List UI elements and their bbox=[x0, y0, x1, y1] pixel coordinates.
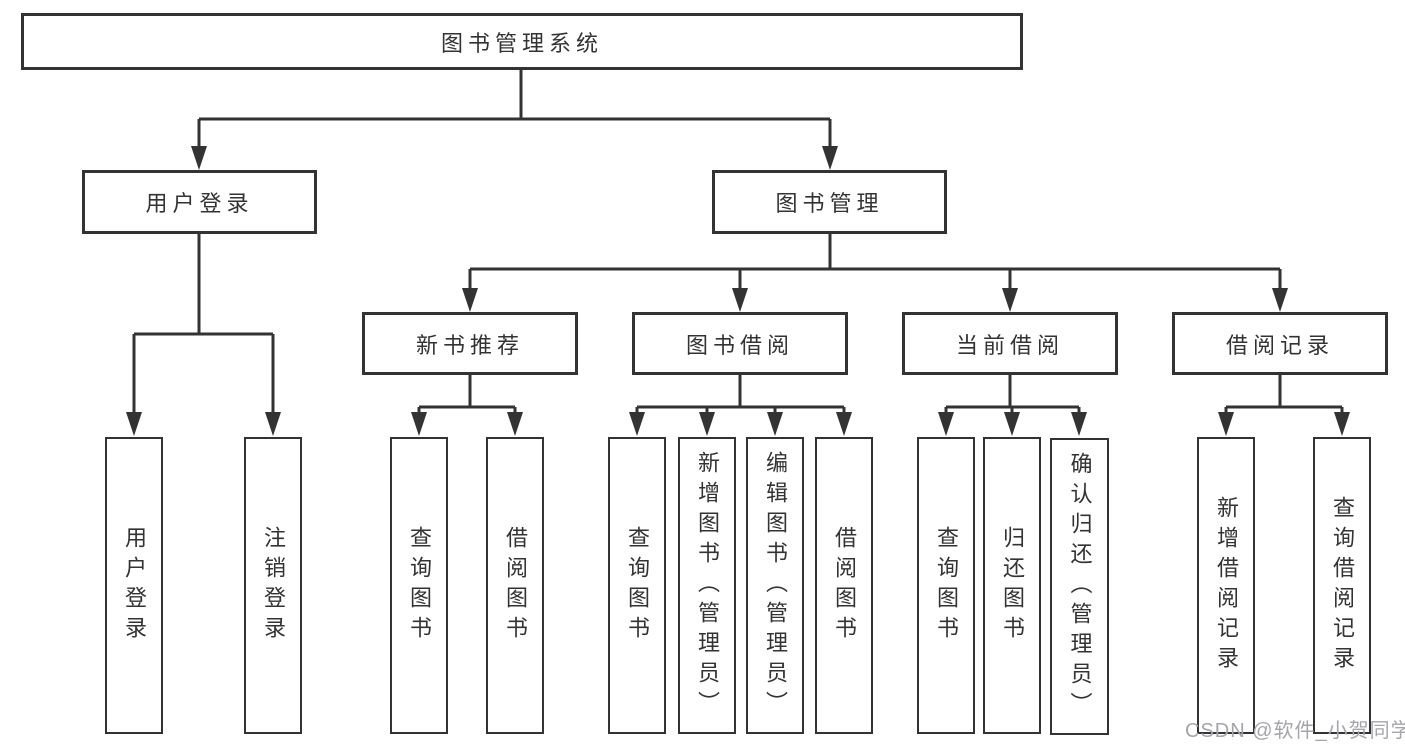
leaf-add-borrow-record-label: 新增借阅记录 bbox=[1214, 495, 1239, 676]
node-user-login-group: 用户登录 bbox=[82, 170, 317, 234]
node-new-book-recommend: 新书推荐 bbox=[362, 312, 578, 375]
node-current-borrow: 当前借阅 bbox=[902, 312, 1118, 375]
node-library-system: 图书管理系统 bbox=[21, 13, 1023, 70]
leaf-borrow-books-recommend-label: 借阅图书 bbox=[503, 525, 528, 646]
leaf-query-books-borrow-label: 查询图书 bbox=[625, 525, 650, 646]
leaf-return-book-label: 归还图书 bbox=[1000, 525, 1025, 646]
leaf-add-borrow-record: 新增借阅记录 bbox=[1197, 437, 1255, 734]
node-borrow-records-label: 借阅记录 bbox=[1225, 332, 1334, 358]
connector-new-book-recommend-to-leaves bbox=[411, 375, 523, 436]
csdn-watermark: CSDN @软件_小贺同学 bbox=[1185, 720, 1405, 742]
leaf-borrow-books-borrow-label: 借阅图书 bbox=[832, 525, 857, 646]
leaf-confirm-return-admin: 确认归还（管理员） bbox=[1050, 438, 1109, 735]
leaf-borrow-books-borrow: 借阅图书 bbox=[815, 437, 873, 734]
leaf-query-books-borrow: 查询图书 bbox=[608, 437, 666, 734]
leaf-confirm-return-admin-label: 确认归还（管理员） bbox=[1067, 451, 1093, 722]
node-library-system-label: 图书管理系统 bbox=[440, 30, 603, 56]
connector-user-login-to-leaves bbox=[126, 234, 281, 436]
node-book-borrow: 图书借阅 bbox=[632, 312, 848, 375]
leaf-query-borrow-record-label: 查询借阅记录 bbox=[1330, 495, 1355, 676]
connector-borrow-records-to-leaves bbox=[1218, 375, 1350, 436]
leaf-query-books-recommend-label: 查询图书 bbox=[407, 525, 432, 646]
leaf-logout-label: 注销登录 bbox=[261, 525, 286, 646]
node-book-borrow-label: 图书借阅 bbox=[685, 332, 794, 358]
leaf-borrow-books-recommend: 借阅图书 bbox=[486, 437, 544, 734]
leaf-logout: 注销登录 bbox=[244, 437, 302, 734]
node-book-management: 图书管理 bbox=[712, 170, 947, 234]
leaf-user-login-label: 用户登录 bbox=[122, 525, 147, 646]
leaf-return-book: 归还图书 bbox=[983, 437, 1041, 734]
node-user-login-group-label: 用户登录 bbox=[145, 191, 254, 216]
connector-book-borrow-to-leaves bbox=[629, 375, 852, 436]
leaf-query-books-current-label: 查询图书 bbox=[934, 525, 959, 646]
leaf-query-books-current: 查询图书 bbox=[917, 437, 975, 734]
connector-book-management-to-level3 bbox=[462, 234, 1288, 312]
leaf-edit-book-admin: 编辑图书（管理员） bbox=[746, 437, 804, 734]
leaf-query-books-recommend: 查询图书 bbox=[390, 437, 448, 734]
leaf-edit-book-admin-label: 编辑图书（管理员） bbox=[763, 450, 788, 721]
node-borrow-records: 借阅记录 bbox=[1172, 312, 1388, 375]
connector-root-to-level2 bbox=[191, 70, 838, 170]
node-new-book-recommend-label: 新书推荐 bbox=[415, 332, 524, 358]
node-book-management-label: 图书管理 bbox=[775, 191, 884, 216]
node-current-borrow-label: 当前借阅 bbox=[955, 332, 1064, 358]
leaf-query-borrow-record: 查询借阅记录 bbox=[1313, 437, 1371, 734]
leaf-user-login: 用户登录 bbox=[105, 437, 163, 734]
connector-current-borrow-to-leaves bbox=[938, 375, 1087, 436]
leaf-add-book-admin: 新增图书（管理员） bbox=[678, 437, 736, 734]
leaf-add-book-admin-label: 新增图书（管理员） bbox=[695, 450, 720, 721]
